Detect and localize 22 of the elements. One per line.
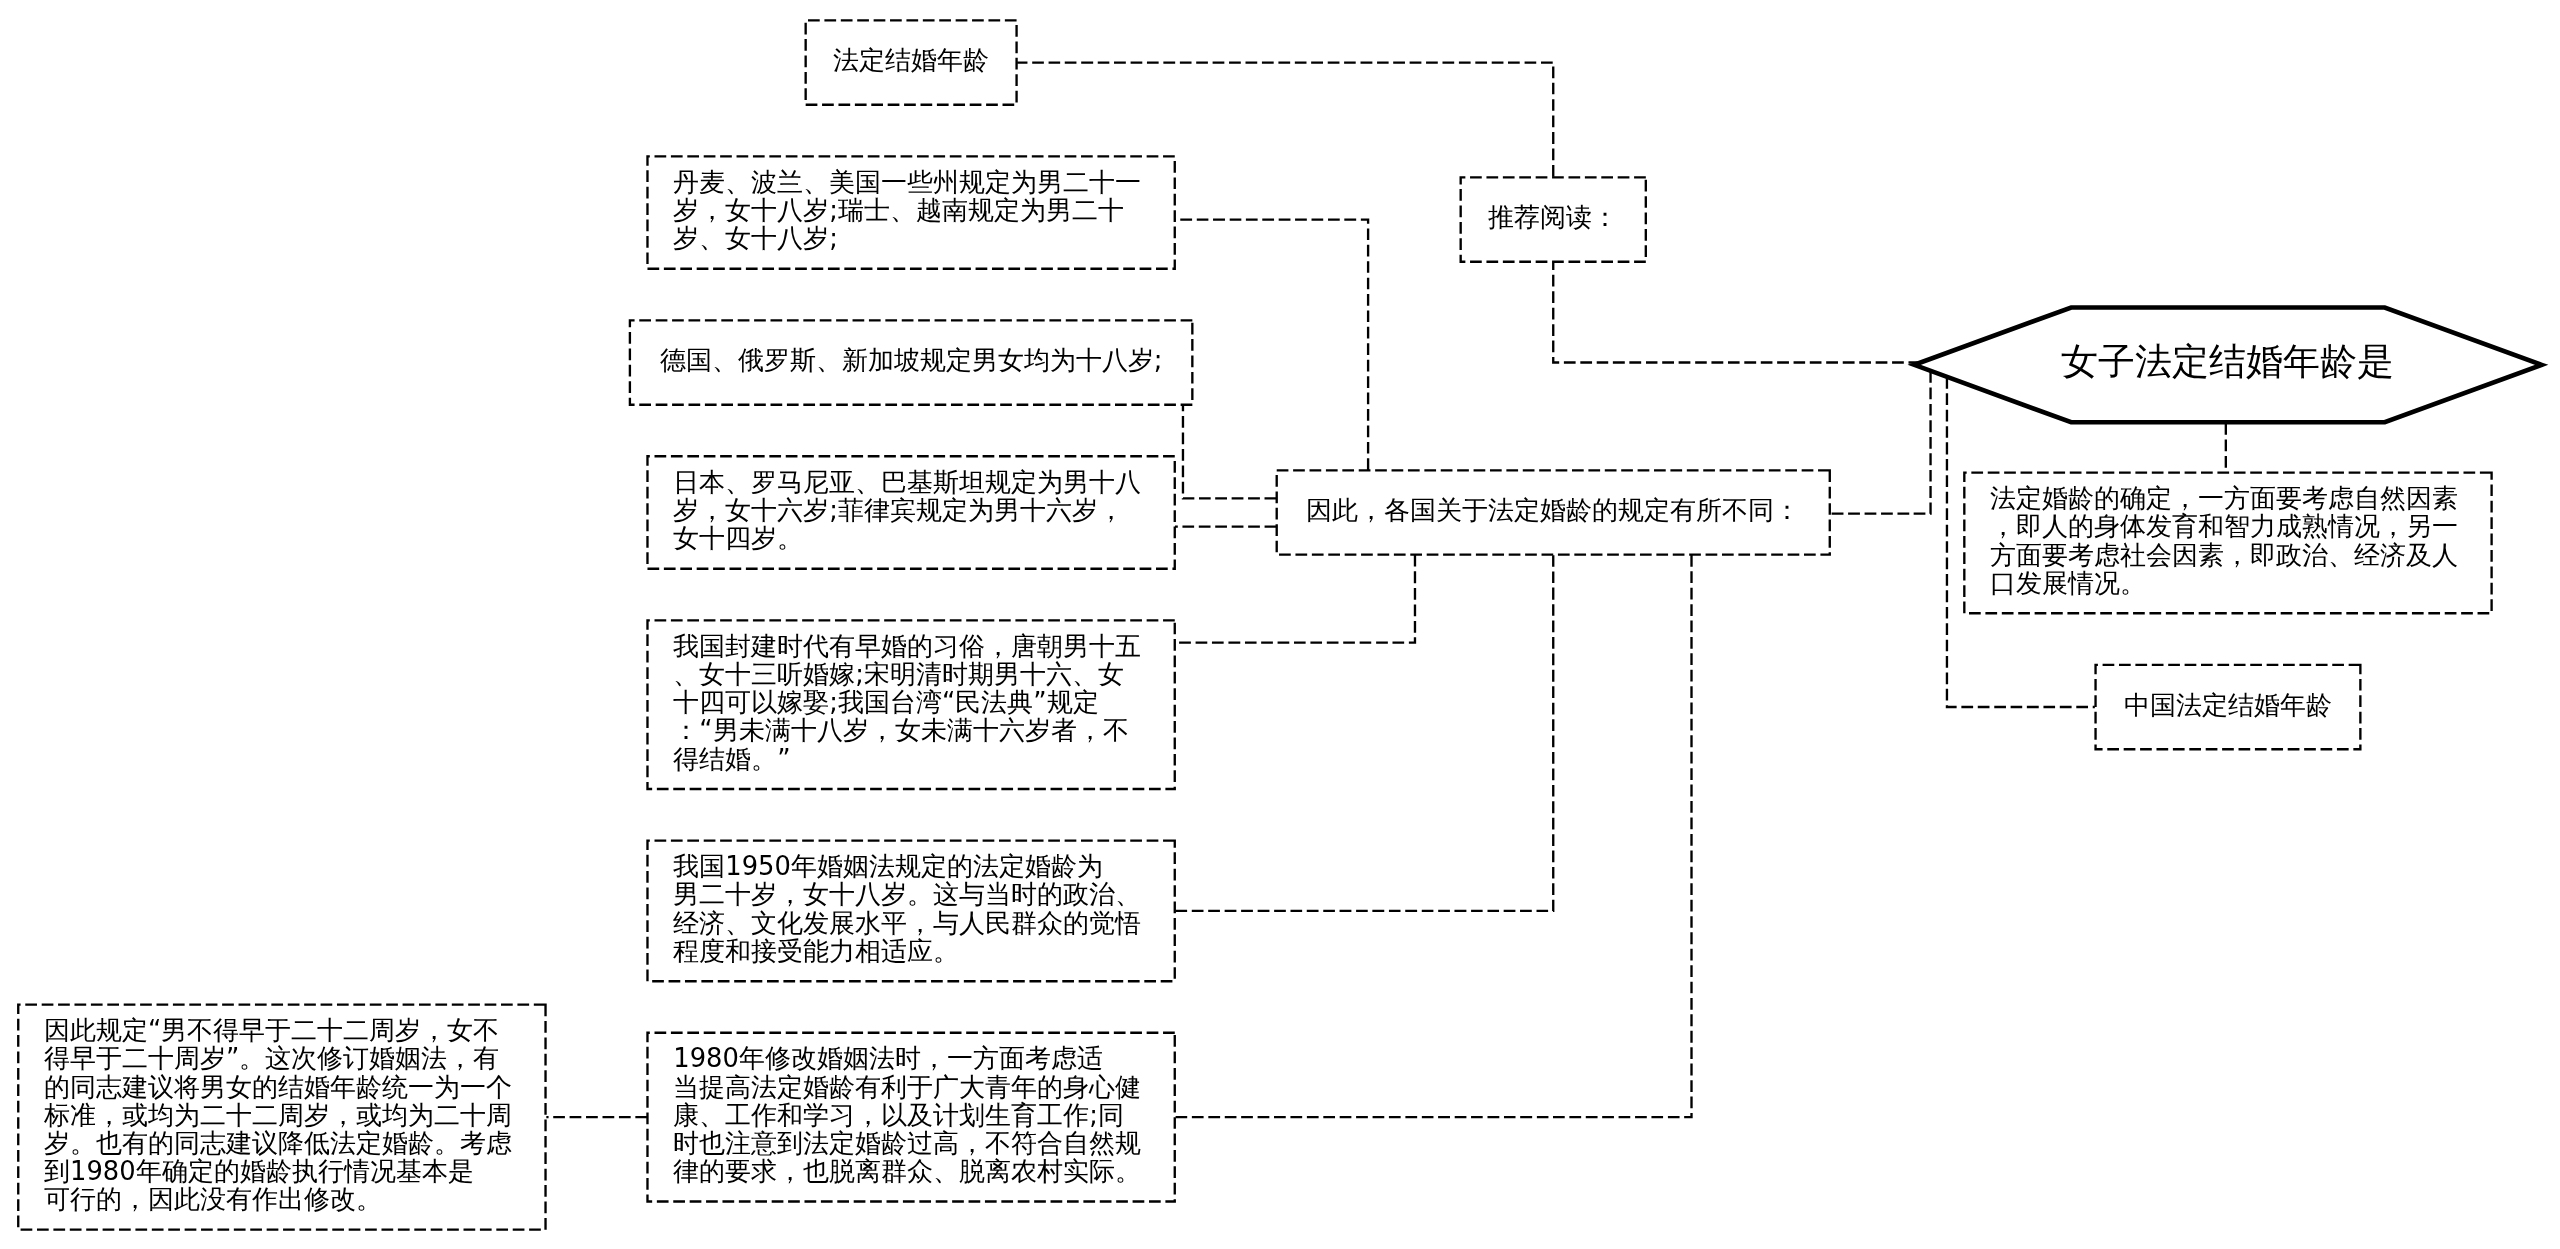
connector (1175, 554, 1693, 1118)
connector (546, 1115, 647, 1118)
node-box: 日本、罗马尼亚、巴基斯坦规定为男十八岁，女十六岁;菲律宾规定为男十六岁，女十四岁。 (646, 454, 1176, 570)
connector (1175, 554, 1555, 912)
node-box: 因此，各国关于法定婚龄的规定有所不同： (1275, 468, 1831, 556)
connector (1552, 261, 1921, 364)
node-box: 法定婚龄的确定，一方面要考虑自然因素，即人的身体发育和智力成熟情况，另一方面要考虑社会因素，即政治、经济及人口发展情况。 (1963, 471, 2493, 614)
node-box: 1980年修改婚姻法时，一方面考虑适当提高法定婚龄有利于广大青年的身心健康、工作和学习，以及计划生育工作;同时也注意到法定婚龄过高，不符合自然规律的要求，也脱离群众、脱离农村实际。 (646, 1031, 1176, 1203)
node-box: 德国、俄罗斯、新加坡规定男女均为十八岁; (628, 318, 1194, 406)
connector (1945, 376, 2095, 708)
node-box: 法定结婚年龄 (804, 18, 1018, 106)
node-box: 因此规定“男不得早于二十二周岁，女不得早于二十周岁”。这次修订婚姻法，有的同志建议将男女的结婚年龄统一为一个标准，或均为二十二周岁，或均为二十周岁。也有的同志建议降低法定婚龄。考虑到1980年确定的婚龄执行情况基本是可行的，因此没有作出修改。 (17, 1003, 547, 1231)
connector (1181, 404, 1277, 500)
node-box: 丹麦、波兰、美国一些州规定为男二十一岁，女十八岁;瑞士、越南规定为男二十岁、女十八岁; (646, 154, 1176, 270)
node-box: 推荐阅读： (1459, 175, 1647, 263)
node-box: 我国1950年婚姻法规定的法定婚龄为男二十岁，女十八岁。这与当时的政治、经济、文化发展水平，与人民群众的觉悟程度和接受能力相适应。 (646, 838, 1176, 982)
connector (1175, 217, 1370, 470)
connector (1175, 524, 1277, 528)
node-box: 我国封建时代有早婚的习俗，唐朝男十五、女十三听婚嫁;宋明清时期男十六、女十四可以嫁娶;我国台湾“民法典”规定：“男未满十八岁，女未满十六岁者，不得结婚。” (646, 618, 1176, 790)
node-box: 中国法定结婚年龄 (2094, 663, 2362, 750)
connector (1830, 370, 1932, 515)
connector (1017, 60, 1555, 177)
